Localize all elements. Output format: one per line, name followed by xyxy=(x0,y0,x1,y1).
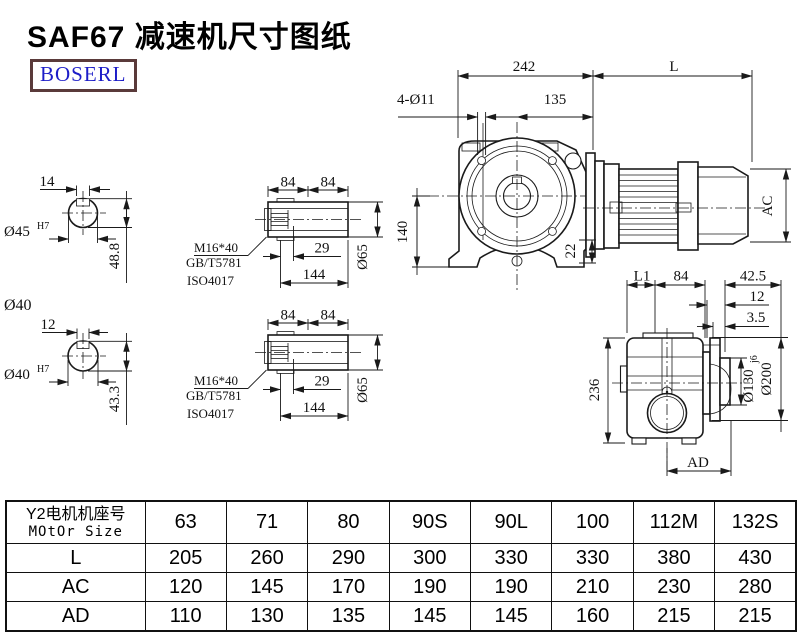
table-cell: 205 xyxy=(144,543,227,573)
table-cell: 215 xyxy=(632,601,716,632)
page-title: SAF67 减速机尺寸图纸 xyxy=(27,21,352,54)
dim-spigot-tolerance: j6 xyxy=(749,355,760,364)
dim-motor-height: AC xyxy=(760,196,776,217)
column-header: 90S xyxy=(388,500,472,544)
dim-hollow-top-length: 144 xyxy=(303,267,326,283)
dim-hollow-bottom-seg1: 84 xyxy=(281,308,297,324)
label-std1-bottom: GB/T5781 xyxy=(186,388,242,403)
table-cell: 145 xyxy=(388,601,472,632)
table-header-row: Y2电机机座号 MOtOr Size 63 71 80 90S 90L 100 … xyxy=(5,500,797,544)
dim-hollow-bottom-seg2: 84 xyxy=(321,308,337,324)
boserl-logo-text: BOSERL xyxy=(40,62,127,86)
dim-flange-dia: Ø200 xyxy=(759,362,775,395)
table-cell: 280 xyxy=(714,572,797,602)
dim-hollow-top-dia: Ø65 xyxy=(355,244,371,270)
table-cell: 145 xyxy=(225,572,309,602)
dim-flange-holes: 4-Ø11 xyxy=(397,92,435,108)
dim-bore-top-tolerance: H7 xyxy=(37,221,49,232)
dim-hollow-bottom-bolt-depth: 29 xyxy=(315,374,330,390)
shaft-diameter-label: Ø40 xyxy=(4,297,32,314)
dim-hollow-bottom-length: 144 xyxy=(303,400,326,416)
label-std2-bottom: ISO4017 xyxy=(187,406,234,421)
dim-hole-offset: 135 xyxy=(544,92,567,108)
column-header: 71 xyxy=(225,500,309,544)
dim-hollow-bottom-dia: Ø65 xyxy=(355,377,371,403)
table-cell: 215 xyxy=(714,601,797,632)
dim-gearbox-width: 242 xyxy=(513,59,536,75)
column-header: 63 xyxy=(144,500,227,544)
table-cell: 330 xyxy=(551,543,634,573)
front-view: 242 L 4-Ø11 135 140 22 xyxy=(395,59,791,290)
row-label: AD xyxy=(5,601,146,632)
column-header: 112M xyxy=(632,500,716,544)
table-cell: 330 xyxy=(469,543,553,573)
table-cell: 170 xyxy=(307,572,390,602)
dim-ad: AD xyxy=(687,455,709,471)
column-header: 90L xyxy=(469,500,553,544)
hollow-shaft-top: 84 84 29 144 Ø65 M16*40 GB/T5781 ISO4017 xyxy=(186,175,383,288)
column-header: 80 xyxy=(307,500,390,544)
dim-side-12: 12 xyxy=(750,289,765,305)
table-cell: 190 xyxy=(388,572,472,602)
table-cell: 145 xyxy=(469,601,553,632)
label-std1-top: GB/T5781 xyxy=(186,255,242,270)
dim-side-84: 84 xyxy=(674,269,690,285)
dim-bore-bottom-tolerance: H7 xyxy=(37,364,49,375)
label-std2-top: ISO4017 xyxy=(187,273,234,288)
technical-drawing: 14 Ø45 H7 48.8 Ø40 12 xyxy=(4,59,791,476)
table-cell: 300 xyxy=(388,543,472,573)
dim-step: 22 xyxy=(563,244,579,259)
column-header: 132S xyxy=(714,500,797,544)
side-view: L1 84 42.5 12 3.5 236 Ø130 j6 xyxy=(587,269,788,476)
dim-hollow-top-seg2: 84 xyxy=(321,175,337,191)
dim-bore-top: Ø45 xyxy=(4,224,30,240)
table-cell: 230 xyxy=(632,572,716,602)
dim-bore-bottom: Ø40 xyxy=(4,367,30,383)
dim-motor-length: L xyxy=(669,59,678,75)
dim-spigot-dia: Ø130 xyxy=(741,369,757,402)
table-cell: 110 xyxy=(144,601,227,632)
table-row-AD: AD 110 130 135 145 145 160 215 215 xyxy=(5,601,797,632)
table-row-L: L 205 260 290 300 330 330 380 430 xyxy=(5,543,797,573)
table-cell: 120 xyxy=(144,572,227,602)
section-view-top: 14 Ø45 H7 48.8 xyxy=(4,174,132,283)
table-cell: 430 xyxy=(714,543,797,573)
dim-key-width-bottom: 12 xyxy=(41,317,56,333)
table-row-AC: AC 120 145 170 190 190 210 230 280 xyxy=(5,572,797,602)
dim-side-height: 236 xyxy=(587,378,603,401)
table-cell: 260 xyxy=(225,543,309,573)
label-bolt-top: M16*40 xyxy=(194,240,238,255)
header-en: MOtOr Size xyxy=(28,523,123,540)
table-cell: 290 xyxy=(307,543,390,573)
dim-axis-height: 140 xyxy=(395,221,411,244)
dim-key-depth-top: 48.8 xyxy=(107,243,123,269)
dim-hollow-top-bolt-depth: 29 xyxy=(315,241,330,257)
section-view-bottom: 12 Ø40 H7 43.3 xyxy=(4,317,132,425)
table-header-motor-size: Y2电机机座号 MOtOr Size xyxy=(5,500,146,544)
dim-l1: L1 xyxy=(634,269,651,285)
table-cell: 190 xyxy=(469,572,553,602)
column-header: 100 xyxy=(551,500,634,544)
dim-side-42-5: 42.5 xyxy=(740,269,766,285)
table-cell: 380 xyxy=(632,543,716,573)
dim-hollow-top-seg1: 84 xyxy=(281,175,297,191)
hollow-shaft-bottom: 84 84 29 144 Ø65 M16*40 GB/T5781 ISO4017 xyxy=(186,308,383,421)
dim-key-width-top: 14 xyxy=(40,174,56,190)
table-cell: 160 xyxy=(551,601,634,632)
motor-size-table: Y2电机机座号 MOtOr Size 63 71 80 90S 90L 100 … xyxy=(5,500,797,632)
header-cn: Y2电机机座号 xyxy=(25,505,126,523)
boserl-logo: BOSERL xyxy=(30,59,137,92)
table-cell: 130 xyxy=(225,601,309,632)
label-bolt-bottom: M16*40 xyxy=(194,373,238,388)
table-cell: 135 xyxy=(307,601,390,632)
dim-side-3-5: 3.5 xyxy=(747,310,766,326)
table-cell: 210 xyxy=(551,572,634,602)
row-label: AC xyxy=(5,572,146,602)
dim-key-depth-bottom: 43.3 xyxy=(107,386,123,412)
row-label: L xyxy=(5,543,146,573)
